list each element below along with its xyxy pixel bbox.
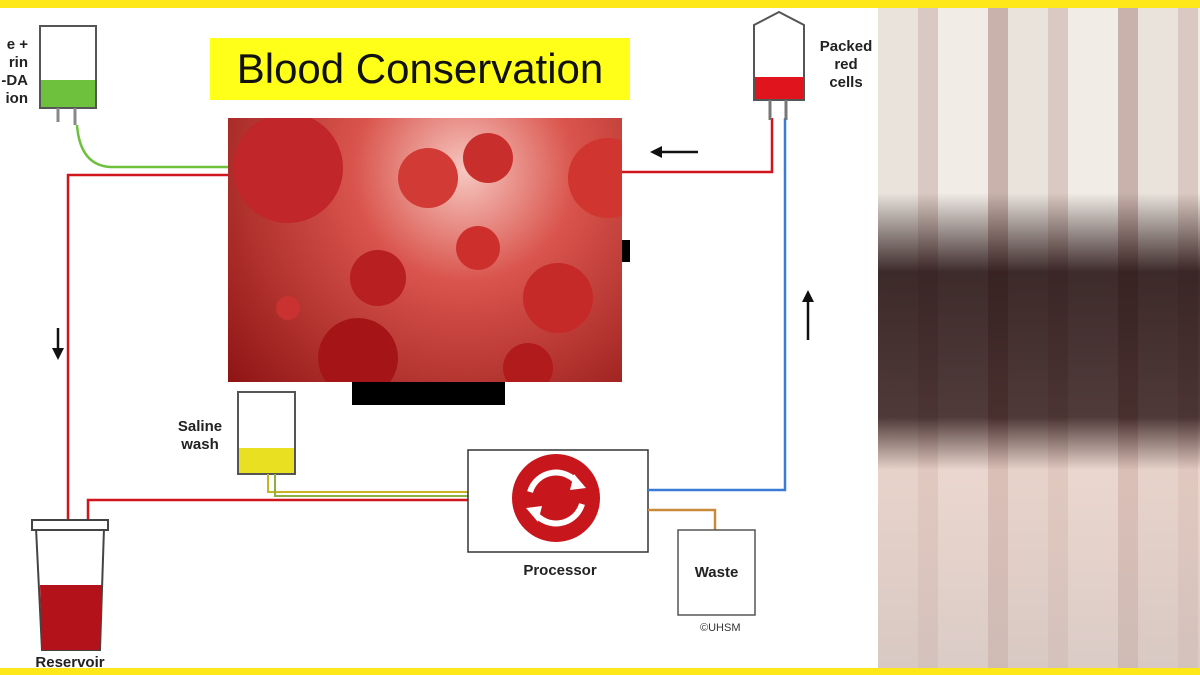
anticoagulant-bag-icon (39, 25, 97, 125)
saline-bag-icon (237, 391, 296, 475)
bottom-yellow-border (0, 668, 1200, 675)
red-blood-cells-image (228, 118, 622, 382)
anticoagulant-label: e + rin -DA ion (0, 36, 28, 108)
reservoir-icon (31, 519, 109, 651)
top-yellow-border (0, 0, 1200, 8)
copyright-label: ©UHSM (700, 622, 741, 634)
page-title: Blood Conservation (210, 38, 630, 100)
blood-bags-photo (878, 8, 1200, 668)
arrow-up-icon (802, 290, 814, 340)
saline-label: Saline wash (170, 418, 230, 454)
label-line: Saline (177, 418, 223, 435)
label-line: cells (829, 74, 863, 91)
label-line: rin (8, 54, 28, 71)
reservoir-label: Reservoir (35, 654, 105, 671)
packed-cells-label: Packed red cells (812, 38, 880, 92)
label-line: red (834, 56, 858, 73)
waste-container (677, 529, 756, 616)
label-line: ion (5, 90, 29, 107)
waste-label: Waste (694, 564, 739, 581)
label-line: e + (6, 36, 28, 53)
circuit-diagram (31, 10, 814, 651)
label-line: wash (181, 436, 219, 453)
packed-cells-bag-icon (753, 10, 805, 120)
processor-label: Processor (523, 562, 597, 579)
processor-icon (512, 454, 600, 542)
arrow-down-icon (52, 328, 64, 360)
arrow-left-icon (650, 146, 698, 158)
label-line: Packed (819, 38, 873, 55)
label-line: -DA (1, 72, 28, 89)
